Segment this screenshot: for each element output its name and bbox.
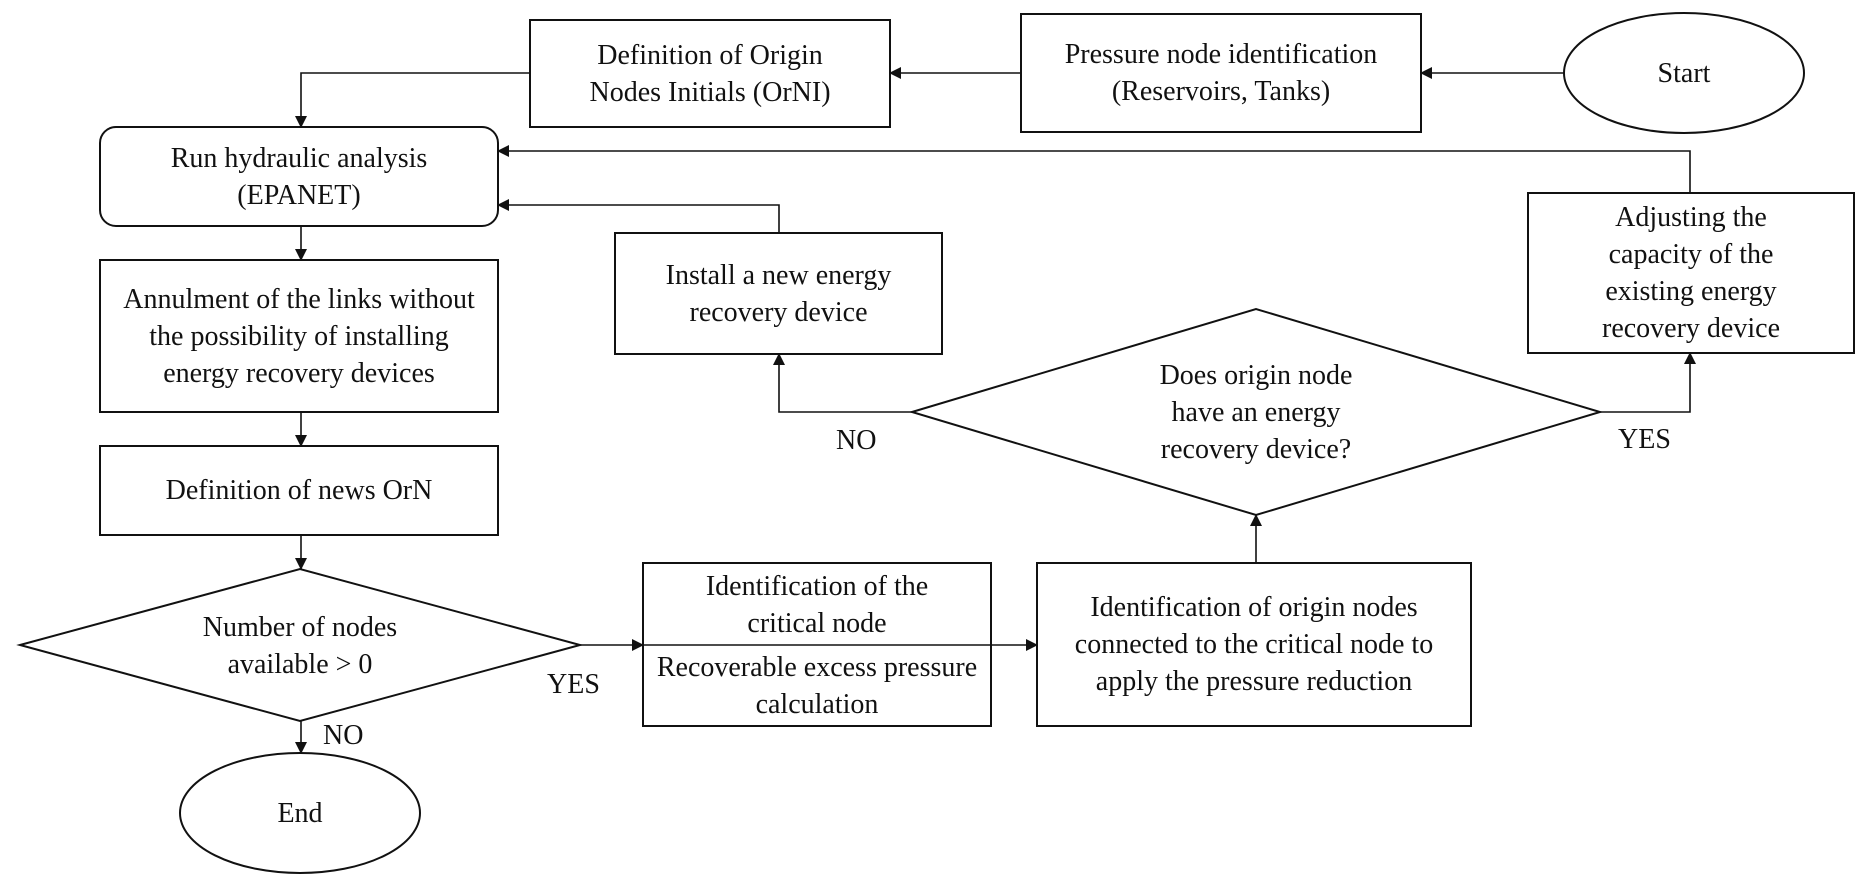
pressure-identification-box	[1020, 13, 1422, 133]
adjust-capacity-box	[1527, 192, 1855, 354]
annulment-label: Annulment of the links without the possi…	[123, 283, 475, 389]
run-analysis-label: Run hydraulic analysis (EPANET)	[170, 142, 428, 211]
annulment-box	[99, 259, 499, 413]
end-label: End	[277, 797, 323, 829]
start-label: Start	[1657, 57, 1711, 89]
install-device-box	[614, 232, 943, 355]
nodes-available-label: Number of nodes available > 0	[202, 612, 398, 680]
connector-orni-to-run	[295, 72, 530, 128]
device-decision-label: Does origin node have an energy recovery…	[1159, 359, 1353, 465]
pressure-identification-label: Pressure node identification (Reservoirs…	[1064, 39, 1378, 107]
edge-label-nodes-no: NO	[323, 720, 364, 751]
edge-label-device-yes: YES	[1618, 424, 1671, 455]
adjust-capacity-label: Adjusting the capacity of the existing e…	[1602, 202, 1780, 344]
connector-device-yes	[1600, 352, 1696, 413]
origin-connected-label: Identification of origin nodes connected…	[1074, 592, 1434, 697]
definition-orni-box	[529, 19, 891, 128]
connector-install-to-run	[497, 199, 780, 233]
definition-orni-label: Definition of Origin Nodes Initials (OrN…	[589, 39, 831, 108]
origin-connected-box	[1036, 562, 1472, 727]
definition-orn-label: Definition of news OrN	[165, 475, 433, 506]
edge-label-device-no: NO	[836, 425, 877, 456]
connector-device-no	[773, 353, 912, 413]
excess-pressure-label: Recoverable excess pressure calculation	[656, 651, 978, 720]
critical-node-label: Identification of the critical node	[705, 570, 929, 639]
connector-adjust-to-run	[497, 145, 1691, 193]
edge-label-nodes-yes: YES	[547, 669, 600, 700]
install-device-label: Install a new energy recovery device	[665, 259, 892, 328]
